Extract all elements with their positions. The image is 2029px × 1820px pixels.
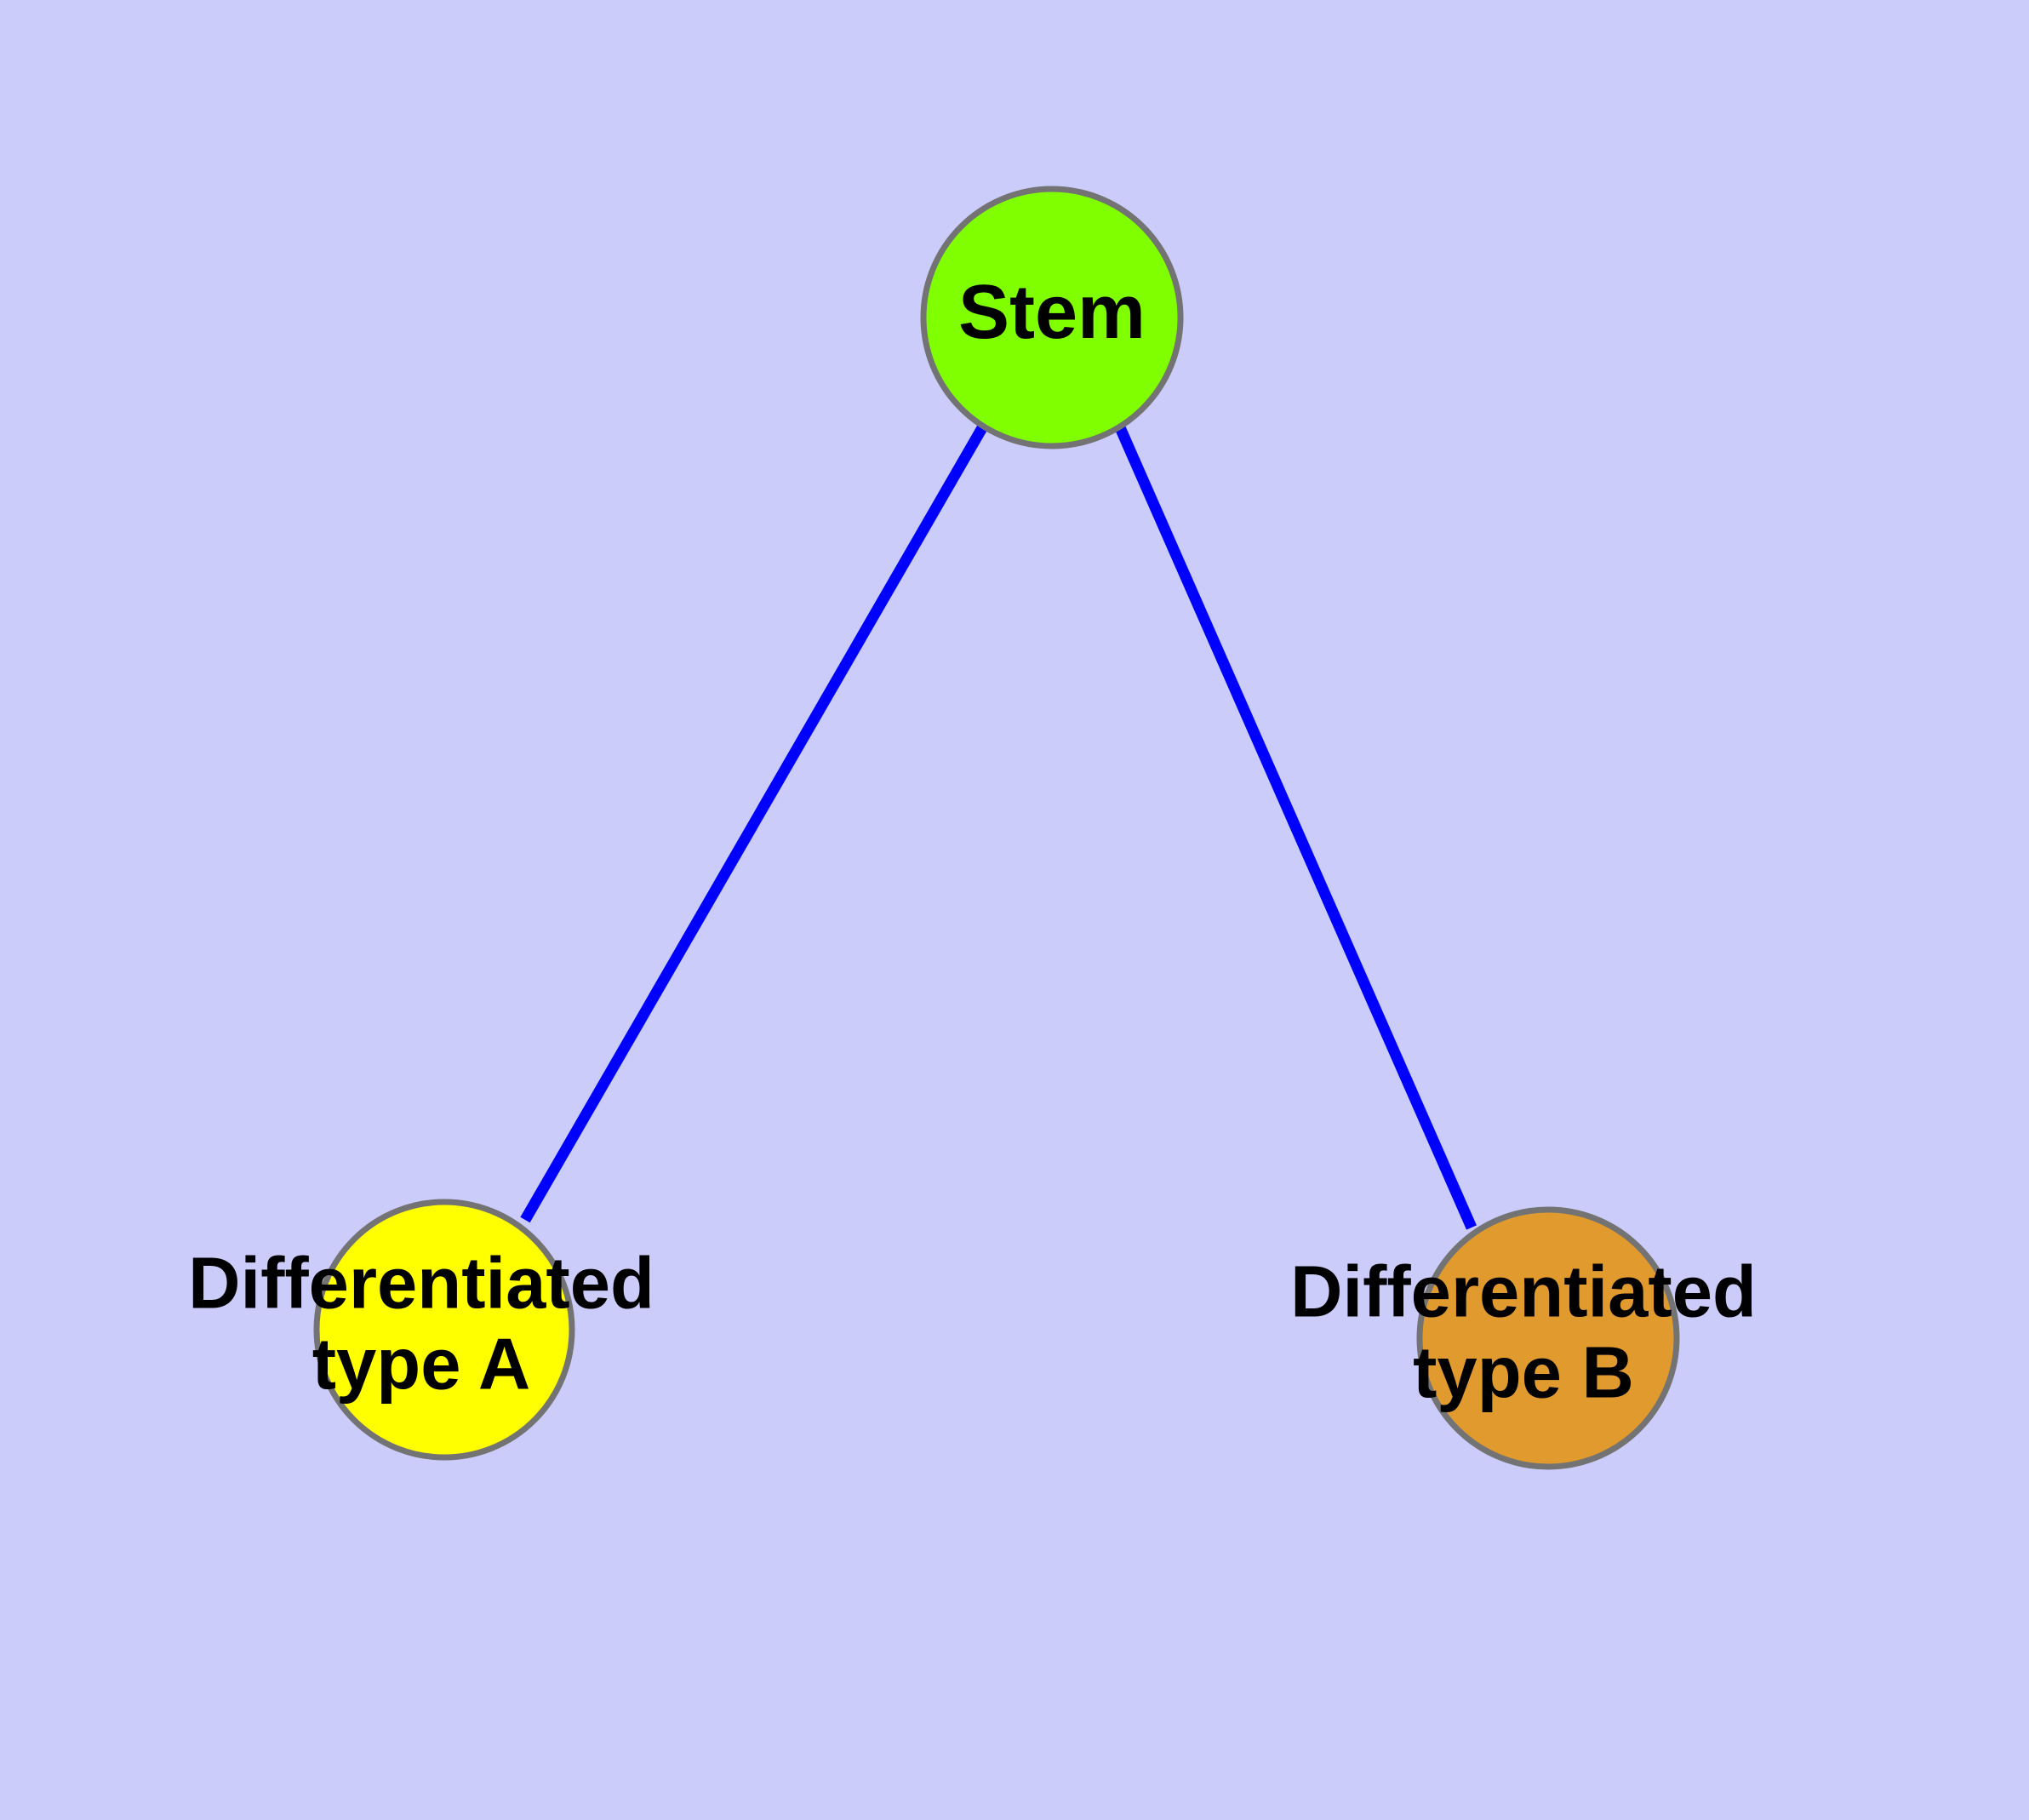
node-label-stem: Stem [958, 270, 1146, 355]
edges-group [520, 423, 1477, 1230]
node-label-line: Stem [958, 270, 1146, 355]
node-diff-b[interactable] [1416, 1206, 1680, 1470]
node-diff-a[interactable] [313, 1199, 575, 1461]
node-label-line: Differentiated [1290, 1252, 1757, 1333]
node-label-line: Differentiated [188, 1244, 654, 1325]
edge-stem-to-diff-a[interactable] [520, 423, 988, 1223]
node-label-line: type B [1413, 1333, 1634, 1414]
node-stem[interactable] [920, 186, 1184, 449]
node-label-line: type A [312, 1325, 531, 1405]
edge-stem-to-diff-b[interactable] [1114, 423, 1477, 1230]
